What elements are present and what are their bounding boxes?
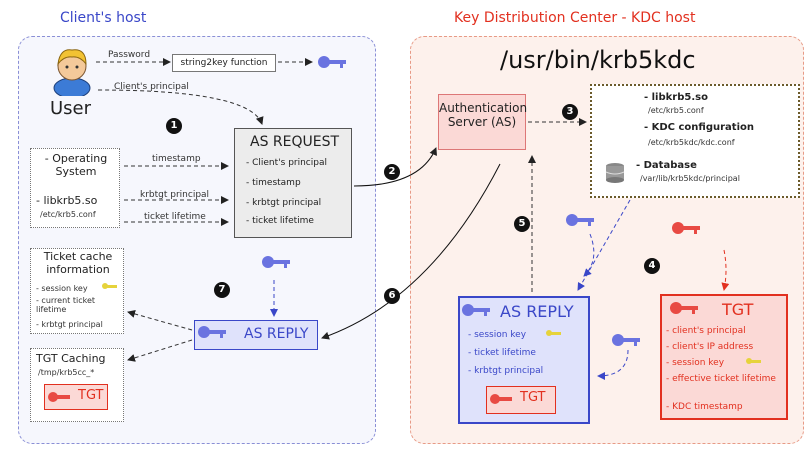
as-request-item: - krbtgt principal [246,198,322,208]
key-icon-as-reply-kdc [462,304,490,316]
key-icon-client-mid [262,256,290,268]
as-reply-kdc-item: - ticket lifetime [468,348,536,358]
tgt-box-item: - client's principal [666,326,746,336]
config-to-tgt-arrow [721,249,730,291]
key-icon-yellow-tgt [746,358,761,364]
as-request-item: - ticket lifetime [246,216,314,226]
request-to-as-arrow [353,147,437,187]
as-reply-kdc-title: AS REPLY [500,302,574,321]
key-icon-kdc-blue [566,214,594,226]
principal-arrow [97,89,264,125]
ticket-cache-item: - current ticket lifetime [36,296,95,314]
step-1: 1 [166,118,182,134]
as-request-title: AS REQUEST [250,134,340,150]
operating-system-label: - Operating System [44,152,108,178]
kdc-conf-path: /etc/krb5kdc/kdc.conf [648,138,735,147]
config-to-reply-arrow [577,199,631,291]
kdc-config-box [590,84,800,198]
kdc-db-path: /var/lib/krb5kdc/principal [640,174,740,183]
tgt-box [660,294,788,420]
step-3: 3 [562,104,578,120]
kdc-libkrb-label: - libkrb5.so [644,92,708,103]
kdc-conf-label: - KDC configuration [644,122,754,133]
timestamp-label: timestamp [152,154,201,164]
reply-to-tgt-cache-arrow [127,339,193,362]
authentication-server-box: Authentication Server (AS) [438,94,527,150]
key-icon-kdc-red [672,222,700,234]
tgt-box-title: TGT [722,300,754,319]
as-reply-tgt-label: TGT [520,390,546,405]
key-icon-reply-tgt [490,394,512,404]
key-icon-yellow-reply [546,330,561,336]
tgt-box-item: - effective ticket lifetime [666,374,776,384]
client-principal-label: Client's principal [114,82,189,92]
step-6: 6 [384,288,400,304]
client-region-title: Client's host [60,10,147,26]
as-request-item: - timestamp [246,178,301,188]
tgt-caching-title: TGT Caching [36,352,106,365]
ticket-cache-item: - session key [36,284,88,293]
as-reply-kdc-item: - session key [468,330,527,340]
as-request-item: - Client's principal [246,158,327,168]
key-icon-client-top [318,56,346,68]
string2key-box: string2key function [172,54,276,72]
ticket-cache-item: - krbtgt principal [36,320,103,329]
key-icon-kdc-blue-lower [612,334,640,346]
tgt-box-item: - KDC timestamp [666,402,743,412]
libkrb-label: - libkrb5.so [36,194,98,207]
kdc-binary-path: /usr/bin/krb5kdc [500,46,696,74]
as-reply-client-box [194,320,318,350]
kdc-libkrb-path: /etc/krb5.conf [648,106,704,115]
key-icon-tgt-box [670,302,698,314]
tgt-box-item: - client's IP address [666,342,754,352]
cached-tgt-label: TGT [78,388,104,403]
as-reply-client-label: AS REPLY [244,326,309,342]
as-reply-kdc-item: - krbtgt principal [468,366,544,376]
tgt-caching-path: /tmp/krb5cc_* [38,368,95,377]
client-inputs-box [30,148,120,228]
ticket-cache-box [30,248,124,334]
step-5: 5 [514,216,530,232]
password-label: Password [108,50,151,60]
as-request-box [234,128,352,238]
user-icon [53,49,91,96]
key-icon-as-reply-client [198,326,226,338]
reply-to-cache-arrow [127,310,193,331]
step-4: 4 [644,258,660,274]
krbtgt-principal-label: krbtgt principal [140,190,210,200]
database-icon [605,163,625,183]
kdc-region-title: Key Distribution Center - KDC host [454,10,696,26]
kdc-db-label: - Database [636,160,697,171]
tgt-to-reply-arrow [597,349,629,380]
tgt-box-item: - session key [666,358,725,368]
key-icon-cached-tgt [48,392,70,402]
key-icon-yellow-cache [102,283,117,289]
step-7: 7 [214,282,230,298]
kdc-key-to-reply-arrow [583,233,595,277]
ticket-cache-title: Ticket cache information [43,250,113,276]
user-label: User [50,98,92,119]
step-2: 2 [384,164,400,180]
ticket-lifetime-label: ticket lifetime [144,212,206,222]
reply-to-client-arrow [321,163,501,340]
libkrb-path: /etc/krb5.conf [40,210,96,219]
